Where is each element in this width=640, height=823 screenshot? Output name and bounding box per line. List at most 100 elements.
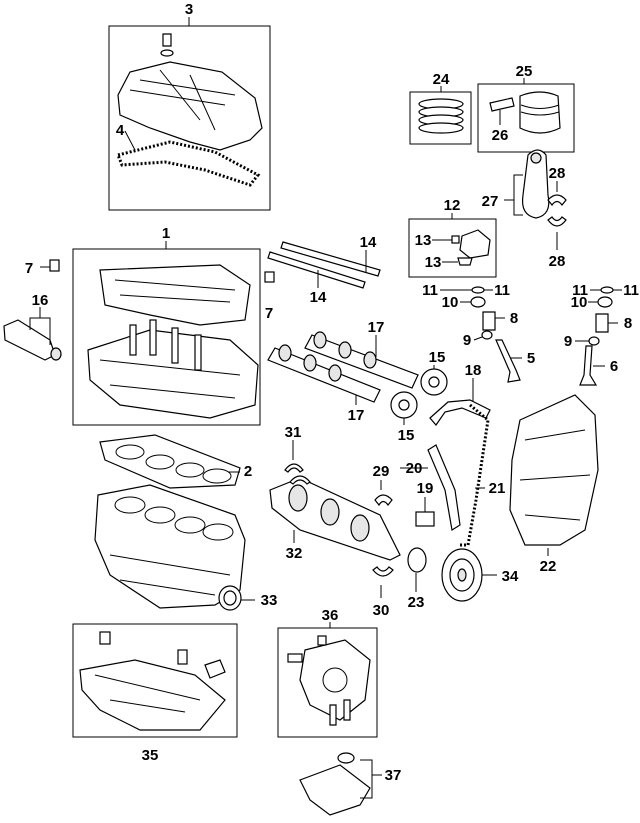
exhaust-valve[interactable] (579, 345, 598, 386)
rocker-pivot[interactable] (457, 257, 473, 266)
callout-30: 30 (373, 602, 390, 619)
callout-8-right: 8 (624, 315, 632, 332)
callout-4: 4 (116, 122, 125, 139)
valve-train-exhaust (575, 286, 622, 386)
piston-group (477, 78, 575, 153)
piston-rings[interactable] (418, 98, 464, 134)
callout-13-top: 13 (415, 232, 432, 249)
callout-21: 21 (489, 480, 506, 497)
oil-pan-bolt[interactable] (177, 649, 188, 665)
callout-11-b: 11 (494, 282, 510, 299)
callout-16: 16 (32, 292, 49, 309)
oil-pump-bolt[interactable] (287, 653, 303, 663)
callout-29: 29 (373, 463, 390, 480)
crankshaft[interactable] (269, 477, 401, 561)
timing-chain-21[interactable] (458, 403, 490, 547)
relief-plunger[interactable] (343, 699, 351, 721)
piston-rings-group (409, 86, 472, 145)
valve-train-intake (440, 286, 522, 383)
camshafts[interactable] (267, 331, 419, 405)
callout-9-right: 9 (564, 333, 572, 350)
callout-13-bottom: 13 (425, 254, 442, 271)
chain-tensioner-arm-20[interactable] (427, 444, 461, 531)
cam-sprockets[interactable] (390, 365, 448, 425)
cylinder-head-group (72, 241, 261, 426)
valve-seal-a[interactable] (481, 330, 493, 340)
callout-28-bottom: 28 (549, 253, 566, 270)
piston-pin[interactable] (489, 97, 515, 112)
callout-11-c: 11 (572, 282, 588, 299)
connecting-rod[interactable] (504, 149, 550, 219)
rocker-arm[interactable] (459, 229, 491, 259)
oil-pan[interactable] (79, 659, 226, 731)
valve-retainer-a[interactable] (470, 296, 486, 308)
camshaft-holder[interactable] (99, 264, 251, 326)
lash-adjuster[interactable] (451, 235, 460, 244)
callout-18: 18 (465, 362, 482, 379)
rod-bearing-lower[interactable] (547, 216, 567, 227)
callout-8-left: 8 (510, 310, 518, 327)
valve-cover-gasket[interactable] (115, 140, 261, 187)
main-bearing-lower[interactable] (372, 566, 394, 577)
valve-cover[interactable] (117, 61, 263, 151)
callout-labels: 3 4 1 7 16 2 33 35 14 14 7 17 17 15 15 1… (25, 1, 639, 784)
valve-keeper-b[interactable] (600, 286, 614, 294)
callout-14-top: 14 (360, 234, 377, 251)
callout-23: 23 (408, 594, 425, 611)
oil-pump-dowel[interactable] (317, 635, 327, 646)
callout-15-bottom: 15 (398, 427, 415, 444)
callout-11-a: 11 (422, 282, 438, 299)
relief-spring[interactable] (329, 704, 337, 726)
timing-chain-cover[interactable] (509, 394, 599, 546)
head-gasket[interactable] (99, 434, 241, 489)
callout-26: 26 (492, 127, 509, 144)
callout-27: 27 (482, 193, 499, 210)
callout-31: 31 (285, 424, 302, 441)
rod-bearing-upper[interactable] (547, 194, 567, 206)
head-studs (129, 319, 202, 371)
rocker-arm-group (408, 213, 497, 278)
callout-25: 25 (516, 63, 533, 80)
callout-9-left: 9 (463, 332, 471, 349)
valve-keeper-a[interactable] (471, 286, 485, 294)
engine-mount-bracket[interactable] (299, 752, 382, 816)
valve-cover-bolt[interactable] (162, 33, 172, 47)
callout-3: 3 (185, 1, 193, 18)
main-bearing-upper[interactable] (374, 494, 393, 507)
callout-5: 5 (527, 350, 535, 367)
sensor-7-right[interactable] (264, 271, 275, 283)
callout-17-top: 17 (368, 319, 385, 336)
callout-10-right: 10 (571, 294, 588, 311)
valve-cover-washer[interactable] (160, 49, 174, 57)
valve-spring-b[interactable] (595, 313, 609, 333)
crank-oil-seal[interactable] (218, 585, 255, 611)
sensor-7-left[interactable] (40, 259, 60, 272)
thrust-washers[interactable] (284, 440, 311, 485)
callout-1: 1 (162, 225, 170, 242)
vtc-solenoid[interactable] (3, 307, 62, 361)
drain-bolt[interactable] (204, 659, 226, 679)
callout-2: 2 (244, 463, 252, 480)
valve-spring-a[interactable] (482, 311, 496, 331)
valve-retainer-b[interactable] (597, 296, 613, 308)
callout-11-d: 11 (623, 282, 639, 299)
callout-7-left: 7 (25, 260, 33, 277)
callout-33: 33 (261, 592, 278, 609)
chain-tensioner-19[interactable] (415, 511, 435, 527)
callout-36: 36 (322, 607, 339, 624)
crank-sprocket[interactable] (407, 547, 427, 592)
valve-cover-group (108, 17, 271, 211)
piston[interactable] (519, 91, 561, 134)
oil-pump-group (277, 622, 378, 738)
callout-32: 32 (286, 545, 303, 562)
valve-seal-b[interactable] (588, 336, 600, 346)
intake-valve[interactable] (495, 339, 521, 383)
callout-7-right: 7 (265, 305, 273, 322)
oil-pump[interactable] (299, 639, 371, 721)
callout-12: 12 (444, 197, 461, 214)
crank-pulley[interactable] (441, 548, 497, 602)
oil-pan-group (72, 623, 238, 738)
oil-pan-plug[interactable] (99, 631, 111, 645)
rocker-shafts[interactable] (267, 241, 381, 289)
callout-20: 20 (406, 460, 423, 477)
